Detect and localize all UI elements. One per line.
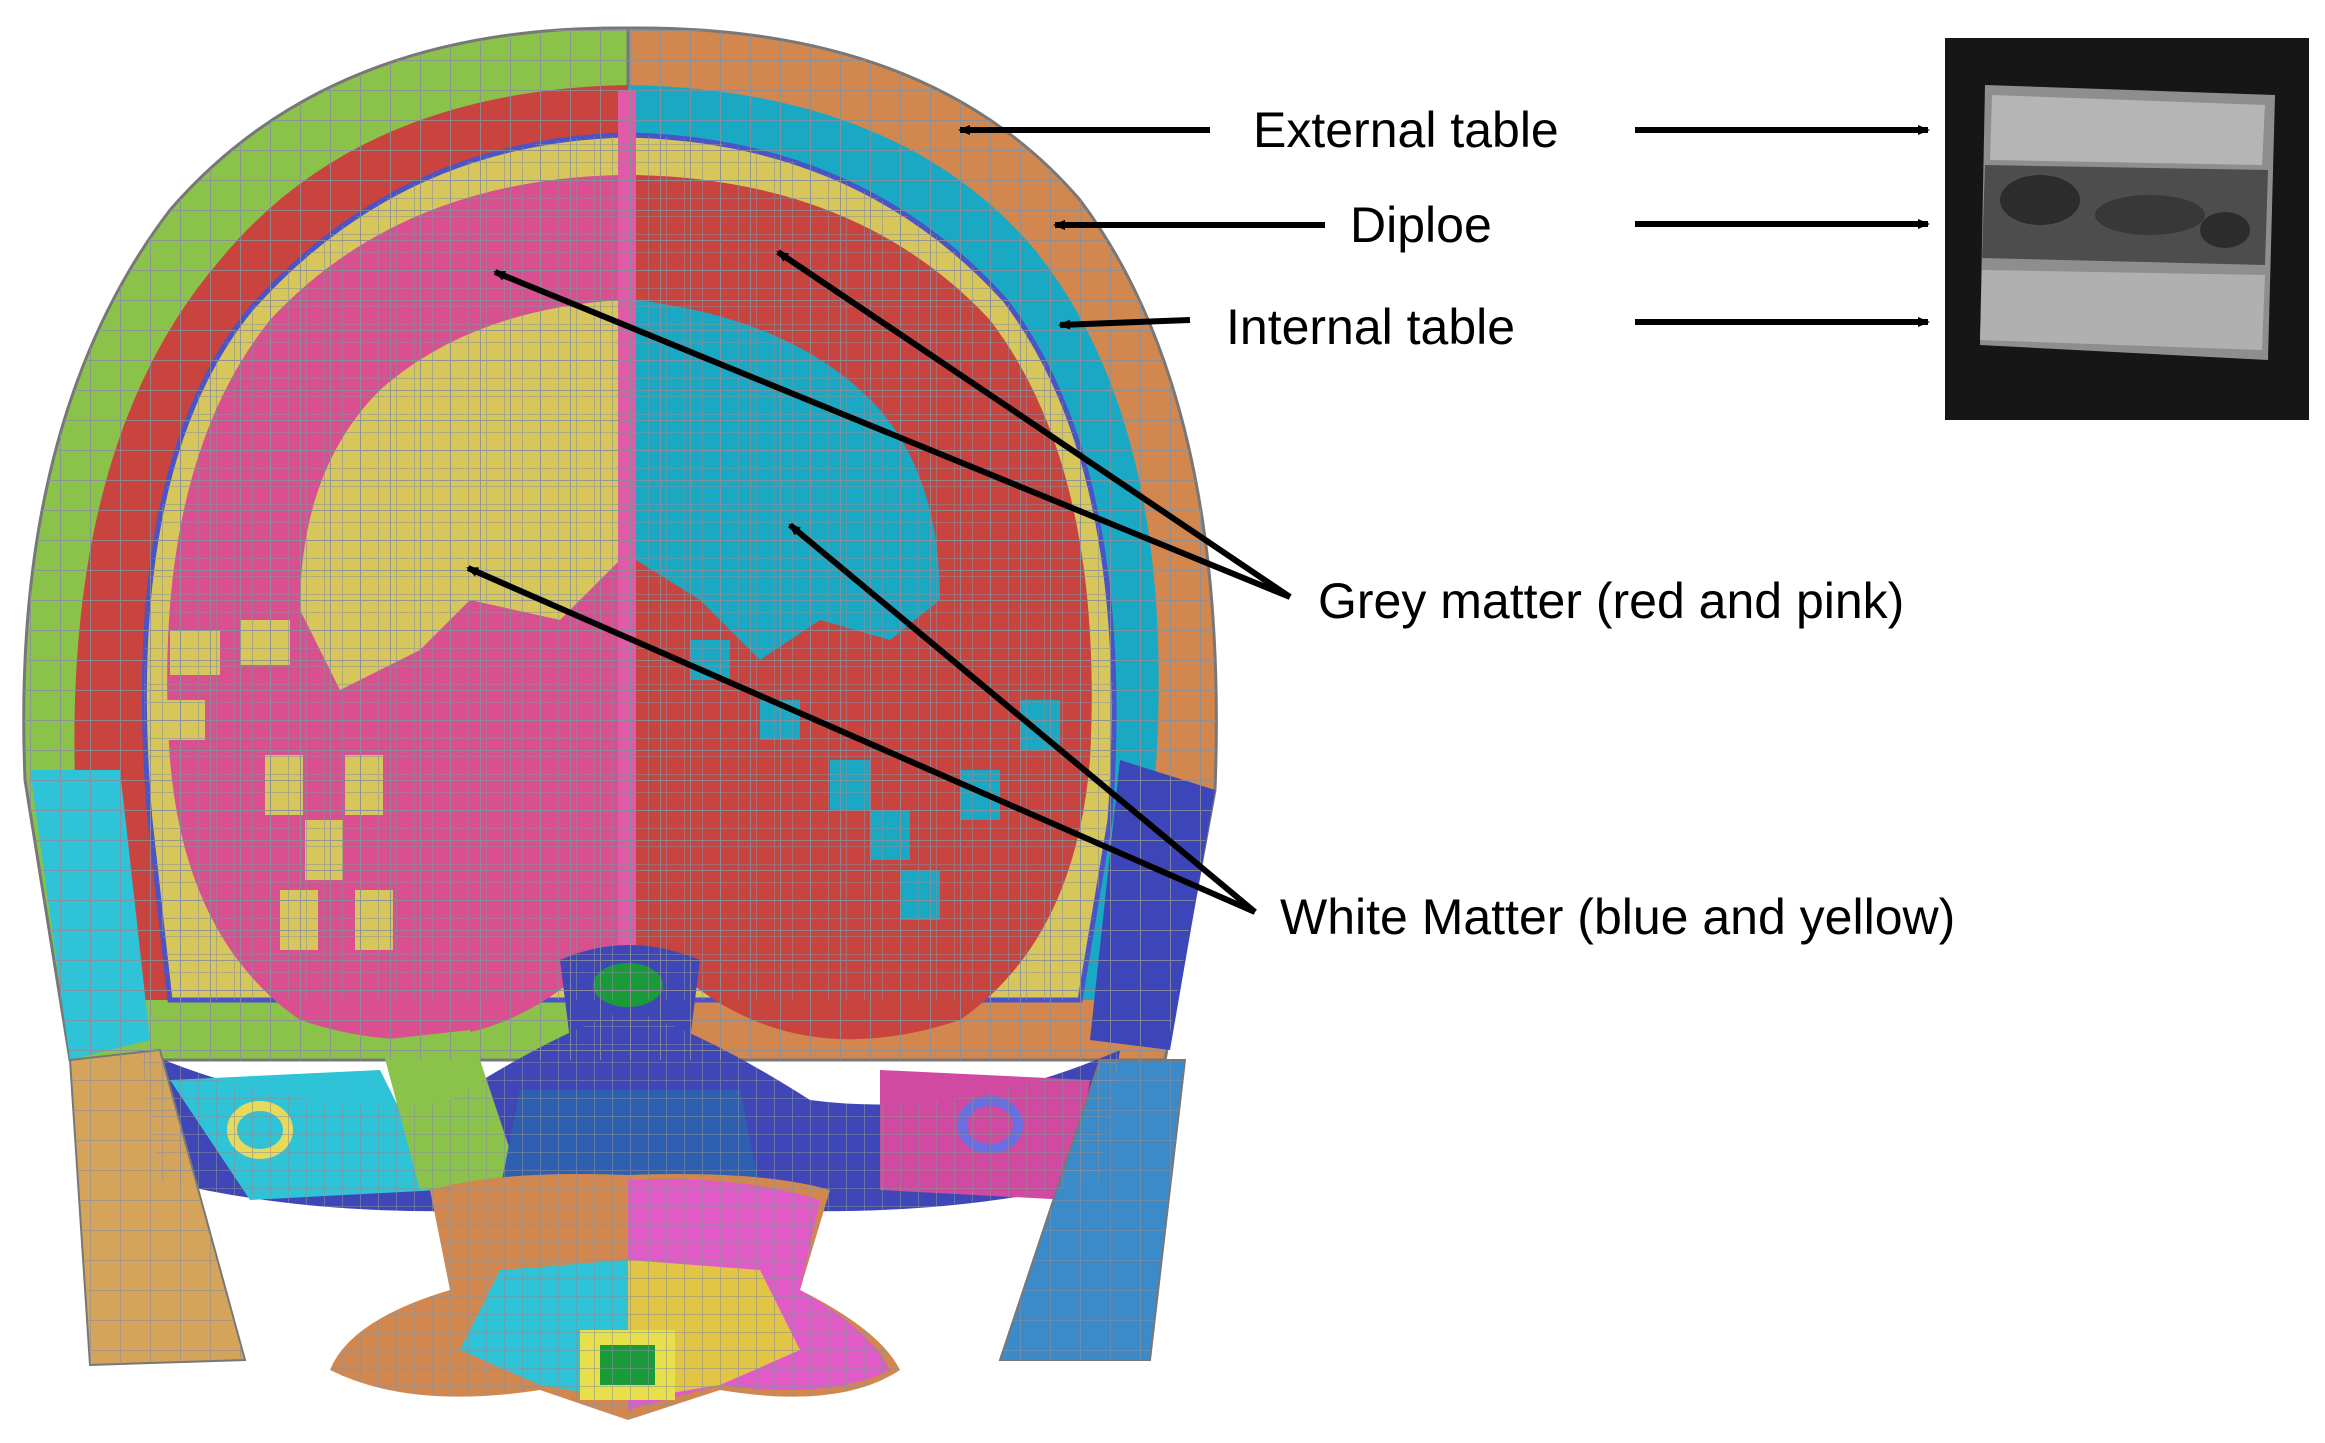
label-internal-table: Internal table — [1226, 299, 1516, 355]
arrow-white-matter-right — [788, 522, 1257, 915]
arrow-grey-matter-right — [776, 249, 1292, 600]
arrow-internal-table — [1058, 317, 1191, 330]
head-mesh-model — [22, 26, 1218, 1420]
label-grey-matter: Grey matter (red and pink) — [1318, 573, 1905, 629]
label-diploe: Diploe — [1350, 197, 1492, 253]
mesh-overlay-base — [140, 1010, 1120, 1420]
mesh-overlay-brain — [144, 135, 1115, 1000]
arrow-grey-matter-left — [493, 269, 1292, 600]
ct-specimen-image — [1945, 38, 2309, 420]
label-white-matter: White Matter (blue and yellow) — [1280, 889, 1956, 945]
arrow-white-matter-left — [466, 565, 1257, 915]
annotation-arrows — [466, 125, 1930, 915]
label-external-table: External table — [1253, 102, 1559, 158]
mesh-overlay-neck — [70, 1050, 1185, 1365]
